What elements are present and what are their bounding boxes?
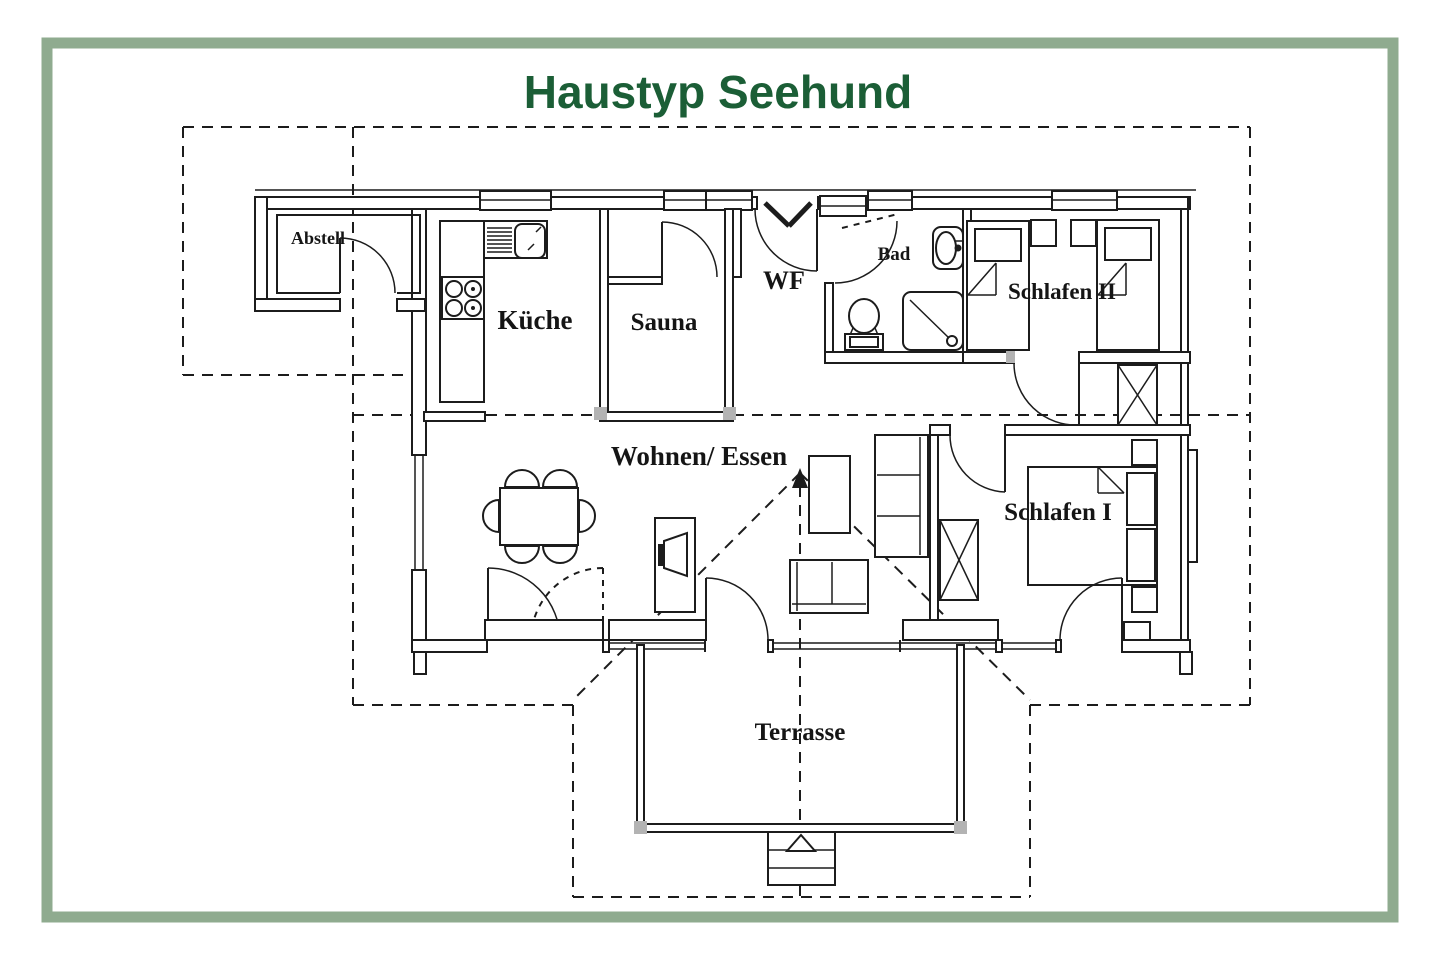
stove-icon bbox=[441, 276, 485, 320]
entrance-arrow-icon bbox=[763, 201, 813, 228]
nightstand-icon bbox=[1131, 439, 1158, 466]
nightstand-icon bbox=[1030, 219, 1057, 247]
page-title: Haustyp Seehund bbox=[524, 66, 913, 118]
post bbox=[954, 821, 967, 834]
wardrobe-icon bbox=[1117, 364, 1158, 426]
blanket-fold bbox=[967, 262, 997, 296]
schlafen1-door-swing bbox=[949, 434, 1006, 493]
label-wohnen: Wohnen/ Essen bbox=[611, 441, 787, 471]
roof-direction-arrowhead bbox=[792, 468, 808, 488]
room-schlafen1 bbox=[929, 424, 1191, 641]
wf-cabinet-icon bbox=[819, 195, 867, 217]
chair-icon bbox=[503, 469, 541, 488]
sofa-icon bbox=[874, 434, 929, 558]
bad-window-icon bbox=[867, 190, 913, 211]
sink-icon bbox=[487, 223, 546, 259]
chair-icon bbox=[541, 545, 579, 564]
label-schlafen2: Schlafen II bbox=[1008, 279, 1116, 304]
shower-icon bbox=[902, 291, 964, 351]
hall-window-icon bbox=[663, 190, 707, 211]
terrace-rail-right bbox=[956, 644, 965, 833]
east-window-sill bbox=[1187, 449, 1198, 563]
chair-icon bbox=[482, 498, 500, 534]
stairs-icon bbox=[767, 831, 836, 886]
living-schlafen1-wall bbox=[929, 434, 939, 641]
kitchen-window-icon bbox=[479, 190, 552, 211]
label-kueche: Küche bbox=[497, 305, 572, 335]
post bbox=[1006, 351, 1015, 363]
terrace-door bbox=[705, 577, 769, 641]
coffee-table-icon bbox=[808, 455, 851, 534]
stairs-up-arrow bbox=[784, 833, 818, 852]
wardrobe-icon bbox=[939, 519, 979, 601]
bad-door-leaf-open bbox=[841, 213, 899, 229]
nightstand-icon bbox=[1070, 219, 1097, 247]
schlafen2-window-icon bbox=[1051, 190, 1118, 211]
room-kueche bbox=[423, 220, 548, 422]
nightstand-icon bbox=[1131, 586, 1158, 613]
pillow bbox=[974, 228, 1022, 262]
bad-door-swing bbox=[834, 220, 898, 284]
chair-icon bbox=[503, 545, 541, 564]
room-wf bbox=[732, 201, 818, 278]
entrance-door-swing bbox=[754, 208, 818, 272]
page-border-frame bbox=[41, 37, 1399, 923]
dining-table-icon bbox=[482, 469, 596, 564]
chair-icon bbox=[578, 498, 596, 534]
window-sill bbox=[902, 619, 999, 641]
label-abstell: Abstell bbox=[291, 228, 345, 248]
post bbox=[594, 407, 607, 420]
loveseat-icon bbox=[789, 559, 869, 614]
washbasin-icon bbox=[932, 226, 964, 270]
terrace-rail-left bbox=[636, 644, 645, 833]
door-threshold bbox=[484, 619, 604, 641]
south-windows bbox=[484, 619, 1151, 652]
top-wall-windows bbox=[479, 190, 1118, 217]
post bbox=[634, 821, 647, 834]
blanket-fold bbox=[1097, 262, 1127, 296]
corner-post bbox=[1179, 651, 1193, 675]
kitchen-south-wall bbox=[423, 411, 486, 422]
pillow bbox=[1126, 528, 1156, 582]
pillow bbox=[1104, 227, 1152, 261]
bed-single-icon bbox=[1096, 219, 1160, 351]
window-glazing bbox=[1001, 640, 1057, 652]
abstell-door-swing bbox=[339, 237, 396, 294]
tv-cabinet-icon bbox=[654, 517, 696, 613]
blanket-fold bbox=[1097, 466, 1125, 494]
room-schlafen2 bbox=[962, 219, 1191, 426]
pillow bbox=[1126, 472, 1156, 526]
schlafen1-terrace-door-swing bbox=[1059, 577, 1123, 641]
toilet-icon bbox=[844, 298, 884, 351]
post bbox=[723, 407, 736, 420]
corner-post bbox=[413, 651, 427, 675]
window-glazing bbox=[608, 640, 706, 652]
label-sauna: Sauna bbox=[631, 309, 698, 336]
window-sill bbox=[608, 619, 707, 641]
label-wf: WF bbox=[763, 266, 805, 295]
label-terrasse: Terrasse bbox=[755, 719, 846, 746]
bed-double-icon bbox=[1027, 466, 1158, 586]
terrace-roof-hip-right bbox=[799, 472, 1031, 701]
room-wohnen bbox=[482, 434, 929, 641]
room-abstell bbox=[254, 196, 426, 312]
room-sauna bbox=[594, 208, 736, 422]
abstell-room-outline bbox=[276, 214, 421, 294]
room-labels: Abstell Küche Sauna WF Bad Schlafen II W… bbox=[291, 228, 1116, 746]
room-terrasse bbox=[634, 644, 967, 886]
bed-single-icon bbox=[966, 220, 1030, 351]
label-schlafen1: Schlafen I bbox=[1004, 499, 1112, 526]
room-bad bbox=[824, 208, 972, 364]
wf-window-icon bbox=[705, 190, 753, 211]
sauna-door-swing bbox=[661, 221, 718, 278]
window-sill bbox=[1123, 621, 1151, 641]
terrace-rail-bottom bbox=[636, 823, 965, 833]
label-bad: Bad bbox=[878, 244, 911, 265]
chair-icon bbox=[541, 469, 579, 488]
